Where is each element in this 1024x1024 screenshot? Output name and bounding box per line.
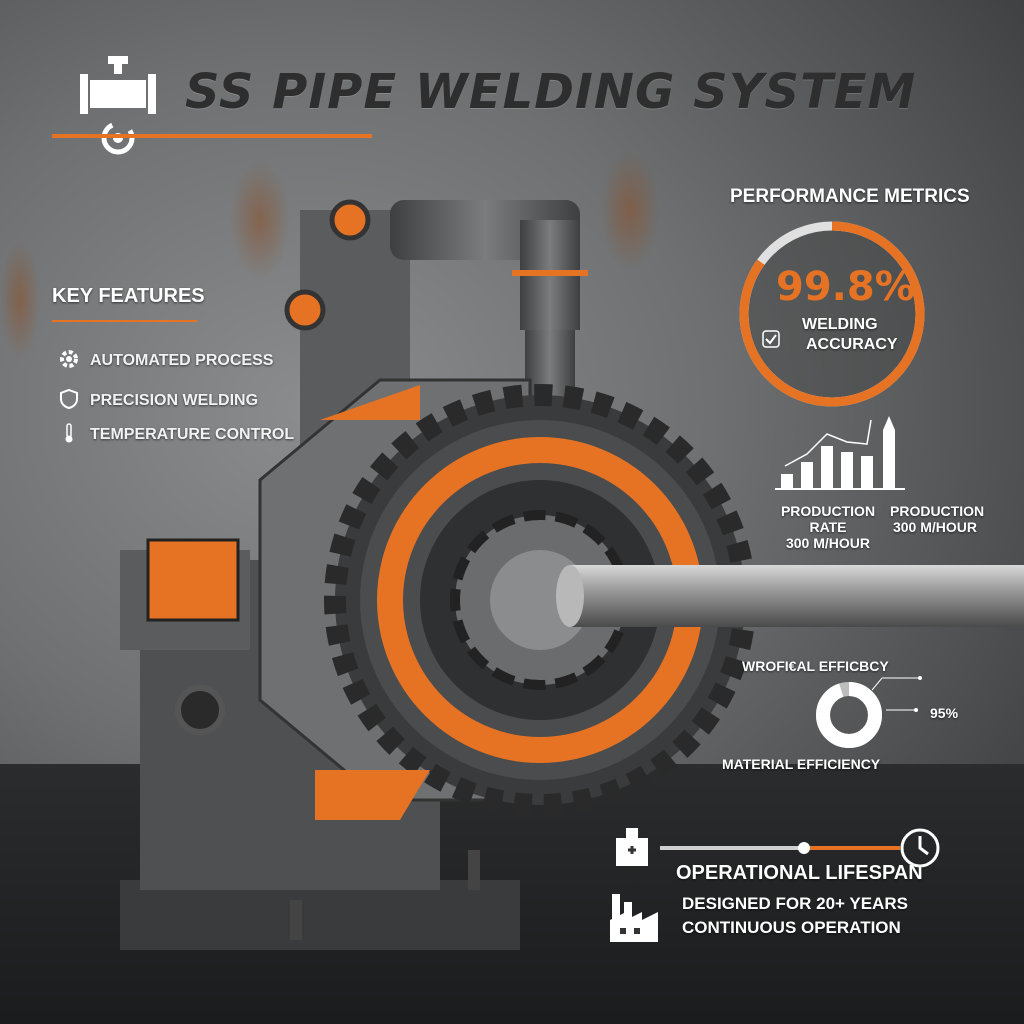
check-icon [762, 330, 780, 352]
feature-label: TEMPERATURE CONTROL [90, 426, 295, 443]
feature-label: AUTOMATED PROCESS [90, 352, 274, 369]
feature-label: PRECISION WELDING [90, 392, 259, 409]
gear-icon [58, 348, 80, 374]
welding-machine-illustration [100, 180, 1024, 980]
efficiency-heading: WROFI€AL EFFICBCY [742, 658, 889, 674]
factory-icon [608, 888, 660, 946]
features-underline [52, 320, 197, 322]
lifespan-progress-track [660, 846, 900, 850]
feature-item-automated: AUTOMATED PROCESS [58, 348, 273, 374]
efficiency-leader-lines [871, 672, 922, 712]
machine-icon [612, 826, 652, 870]
feature-item-temperature: TEMPERATURE CONTROL [58, 422, 294, 448]
rust-stain [600, 150, 660, 270]
pipe-logo-icon [78, 56, 158, 156]
key-features-heading: KEY FEATURES [52, 285, 205, 307]
thermometer-icon [58, 422, 80, 448]
lifespan-progress-knob [798, 842, 810, 854]
accuracy-label-2: ACCURACY [806, 336, 898, 353]
production-value: 300 M/HOUR [785, 535, 871, 551]
production-label: PRODUCTION [890, 503, 985, 519]
efficiency-value: 95% [930, 705, 959, 721]
accuracy-value: 99.8% [776, 264, 915, 310]
shield-icon [58, 388, 80, 414]
production-block-2: PRODUCTION 300 M/HOUR [890, 503, 985, 535]
feature-item-precision: PRECISION WELDING [58, 388, 258, 414]
metrics-heading: PERFORMANCE METRICS [730, 186, 970, 207]
production-rate-block: PRODUCTION RATE 300 M/HOUR [770, 503, 886, 551]
lifespan-line2: CONTINUOUS OPERATION [682, 918, 901, 937]
production-bar-chart-icon [775, 412, 915, 492]
efficiency-label: MATERIAL EFFICIENCY [722, 756, 881, 772]
accuracy-ring-gauge [734, 216, 930, 412]
header-underline [52, 134, 372, 138]
rust-stain [0, 240, 40, 360]
lifespan-line1: DESIGNED FOR 20+ YEARS [682, 894, 908, 913]
page-title: SS PIPE WELDING SYSTEM [185, 64, 917, 120]
production-label: PRODUCTION RATE [780, 503, 876, 535]
rust-stain [230, 160, 290, 280]
lifespan-heading: OPERATIONAL LIFESPAN [676, 862, 923, 884]
clock-icon [898, 826, 942, 874]
accuracy-label-1: WELDING [802, 316, 878, 333]
production-value: 300 M/HOUR [892, 519, 978, 535]
efficiency-donut [814, 680, 884, 750]
